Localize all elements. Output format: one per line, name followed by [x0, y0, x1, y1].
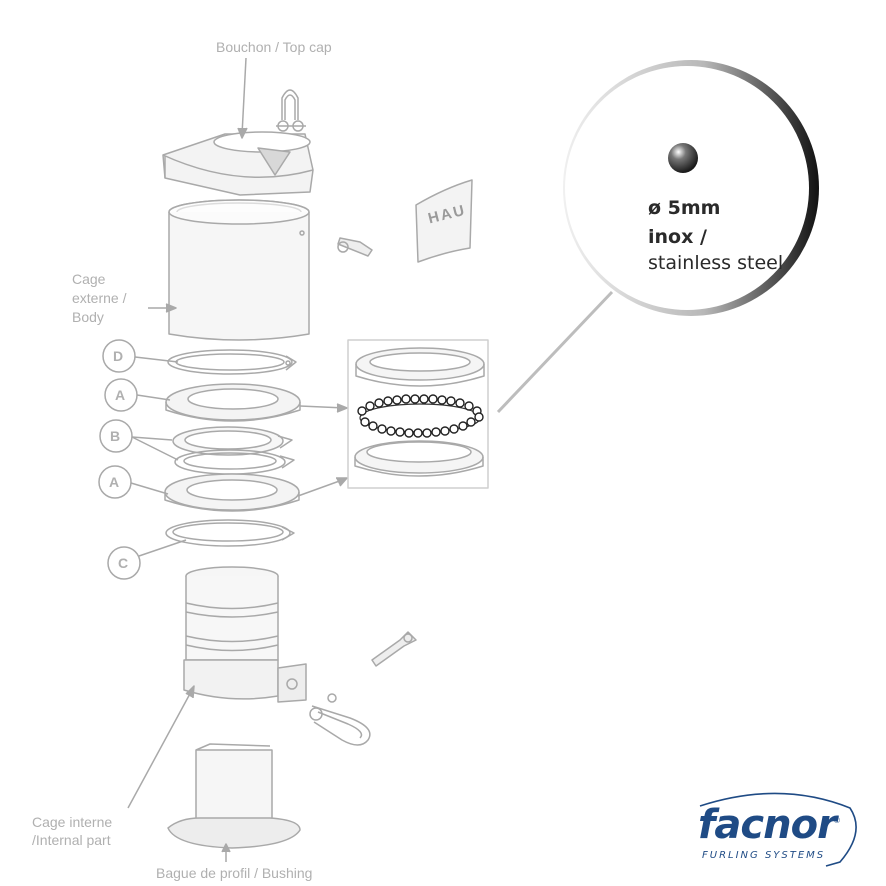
engraved-plate [415, 179, 473, 263]
body-cylinder [168, 199, 310, 341]
logo-wordmark: facnor [698, 802, 837, 848]
ring-a-upper [165, 383, 301, 422]
steel-ball-icon [668, 143, 698, 173]
clevis-pin [371, 631, 417, 667]
label-body-3: Body [72, 309, 104, 325]
logo-registered: ® [834, 816, 840, 825]
bolt [337, 237, 373, 257]
marker-a2: A [109, 474, 120, 490]
marker-a1: A [115, 387, 126, 403]
top-shackle [276, 89, 306, 132]
marker-c: C [118, 555, 129, 571]
marker-b: B [110, 428, 121, 444]
callout-material-en: stainless steel [648, 252, 784, 274]
ring-c [165, 519, 295, 547]
ring-d [167, 349, 297, 375]
label-top-cap: Bouchon / Top cap [216, 39, 332, 55]
marker-b-circle [99, 419, 133, 453]
label-internal-2: /Internal part [32, 832, 111, 848]
ring-b-lower [174, 449, 295, 475]
marker-d-circle [102, 339, 136, 373]
top-cap [162, 131, 314, 196]
label-bushing: Bague de profil / Bushing [156, 865, 313, 881]
lower-shackle [309, 693, 371, 746]
detail-magnifier [563, 60, 819, 316]
ring-a-lower [164, 473, 300, 512]
callout-material-fr: inox / [648, 226, 707, 248]
label-body-1: Cage [72, 271, 106, 287]
label-internal-1: Cage interne [32, 814, 113, 830]
callout-diameter: ø 5mm [648, 197, 721, 219]
label-body-2: externe / [72, 290, 127, 306]
bearing-top-race [355, 347, 485, 387]
internal-cylinder [183, 566, 307, 703]
logo-tagline: FURLING SYSTEMS [702, 850, 826, 861]
ring-b-upper [172, 426, 293, 456]
bearing-balls [357, 394, 484, 438]
marker-c-circle [107, 546, 141, 580]
facnor-logo: facnor ® FURLING SYSTEMS [696, 800, 866, 870]
marker-a2-circle [98, 465, 132, 499]
bushing [167, 743, 301, 849]
bearing-bottom-race [354, 440, 484, 477]
logo-swoosh [699, 792, 857, 867]
marker-d: D [113, 348, 124, 364]
